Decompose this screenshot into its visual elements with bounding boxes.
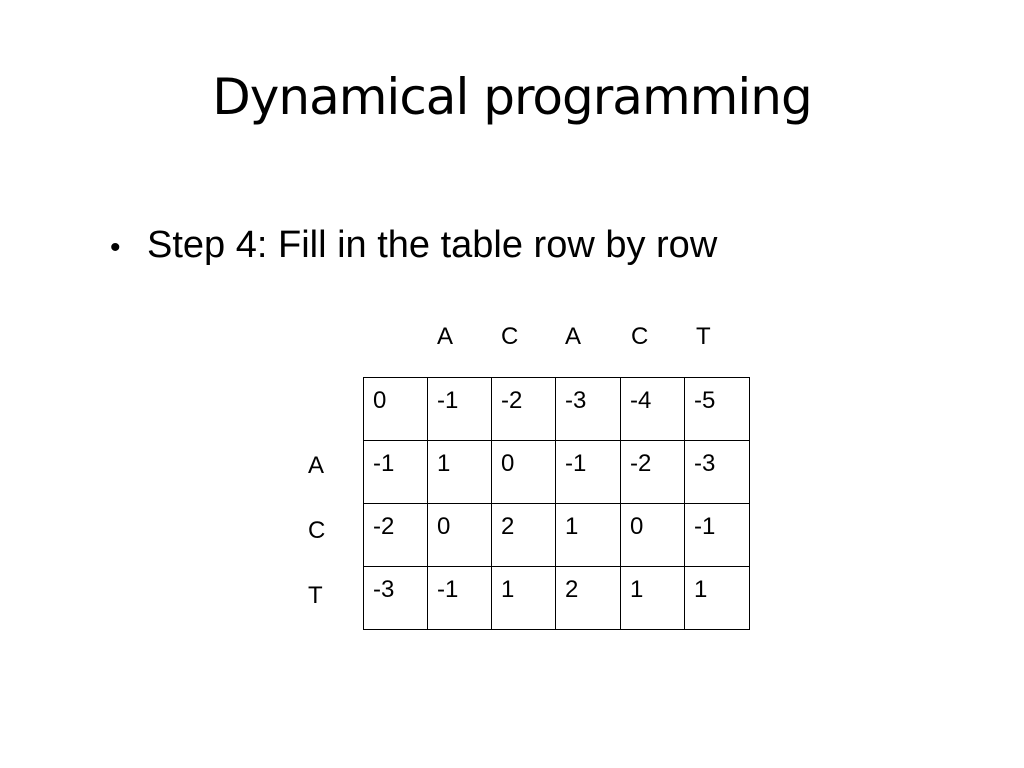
table-cell: 1 <box>427 440 492 504</box>
table-cell: -1 <box>427 377 492 441</box>
row-header: A <box>308 452 325 479</box>
column-header: A <box>437 323 454 350</box>
slide-title: Dynamical programming <box>212 68 812 126</box>
table-cell: -1 <box>555 440 621 504</box>
table-cell: -1 <box>427 566 492 630</box>
table-cell: 1 <box>491 566 556 630</box>
score-matrix: 0 -1 -2 -3 -4 -5 -1 1 0 -1 -2 -3 -2 0 2 … <box>363 377 750 630</box>
table-cell: 1 <box>684 566 750 630</box>
row-header: C <box>308 517 326 544</box>
table-cell: -3 <box>555 377 621 441</box>
table-cell: 0 <box>620 503 685 567</box>
column-header: T <box>696 323 711 350</box>
table-cell: -4 <box>620 377 685 441</box>
table-cell: -2 <box>620 440 685 504</box>
table-cell: 2 <box>555 566 621 630</box>
table-cell: -2 <box>491 377 556 441</box>
table-cell: -5 <box>684 377 750 441</box>
row-header: T <box>308 582 323 609</box>
table-row: -1 1 0 -1 -2 -3 <box>363 440 750 504</box>
table-row: 0 -1 -2 -3 -4 -5 <box>363 377 750 441</box>
table-cell: 1 <box>620 566 685 630</box>
bullet-item: • Step 4: Fill in the table row by row <box>110 222 717 271</box>
table-cell: 1 <box>555 503 621 567</box>
table-row: -3 -1 1 2 1 1 <box>363 566 750 630</box>
table-cell: 2 <box>491 503 556 567</box>
table-cell: 0 <box>363 377 428 441</box>
column-header: A <box>565 323 582 350</box>
table-cell: -2 <box>363 503 428 567</box>
table-cell: 0 <box>491 440 556 504</box>
table-cell: -1 <box>363 440 428 504</box>
table-cell: -1 <box>684 503 750 567</box>
table-cell: 0 <box>427 503 492 567</box>
bullet-marker: • <box>110 231 121 264</box>
table-cell: -3 <box>363 566 428 630</box>
bullet-text: Step 4: Fill in the table row by row <box>147 224 718 266</box>
table-cell: -3 <box>684 440 750 504</box>
column-header: C <box>501 323 519 350</box>
table-row: -2 0 2 1 0 -1 <box>363 503 750 567</box>
column-header: C <box>631 323 649 350</box>
